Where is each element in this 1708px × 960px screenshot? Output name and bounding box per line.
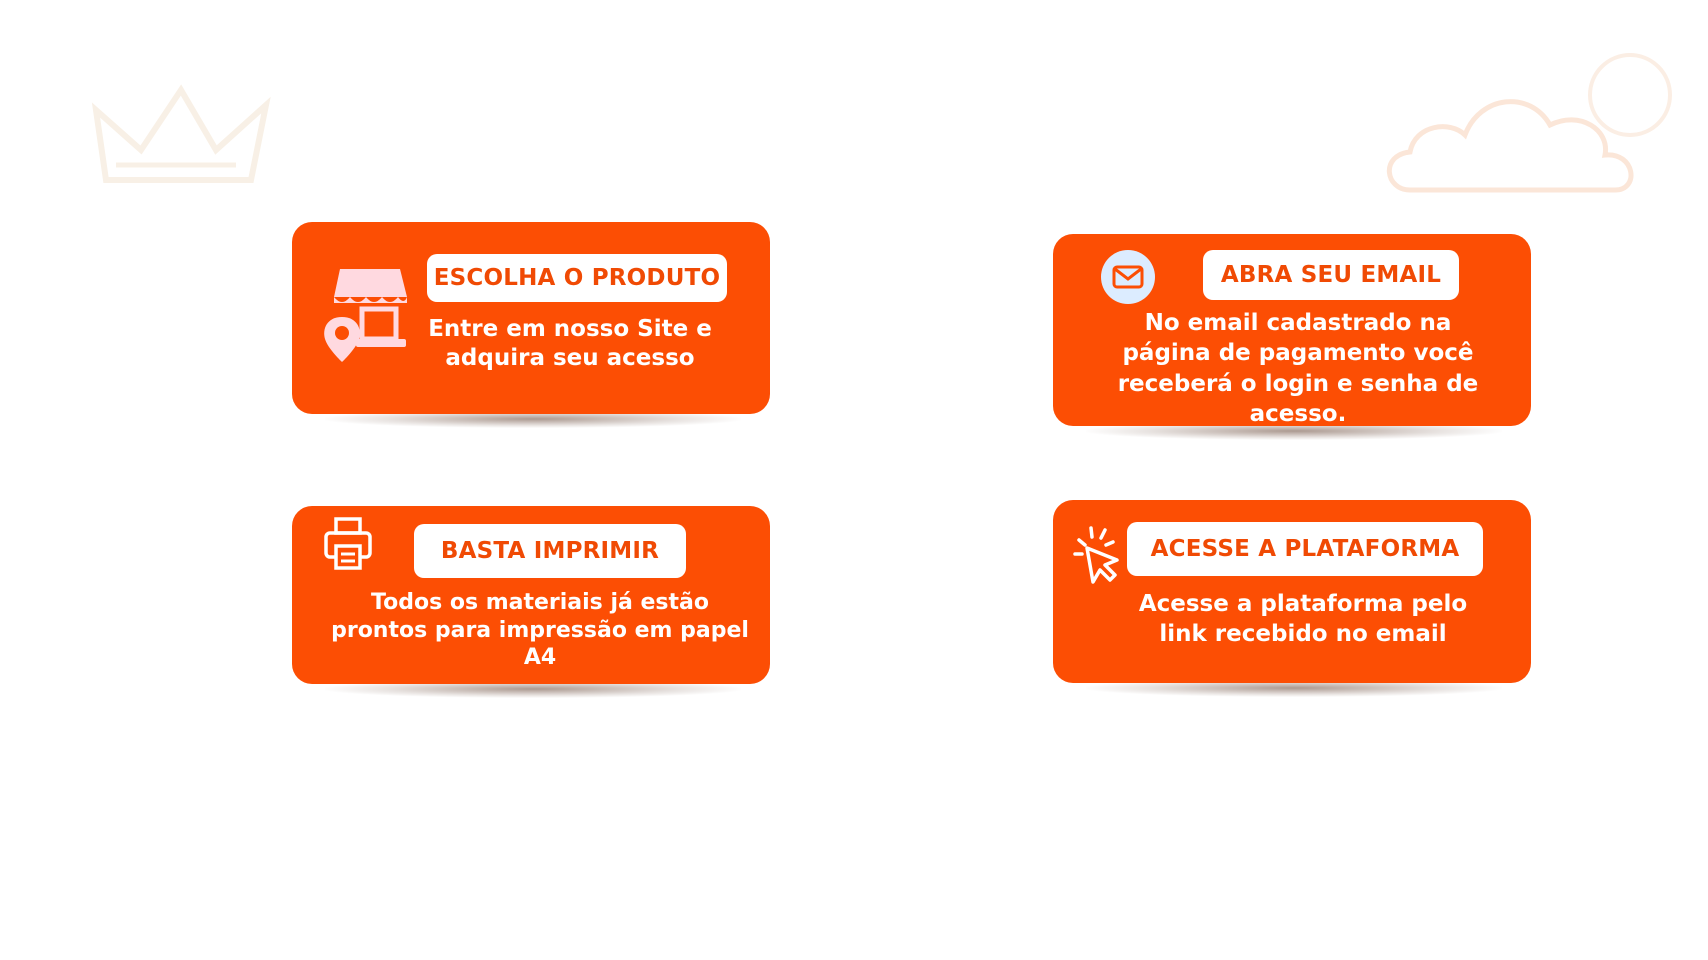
cloud-sun-decoration	[1386, 53, 1672, 193]
store-location-icon	[324, 269, 407, 362]
envelope-icon	[1101, 250, 1155, 304]
step-card-access-platform: ACESSE A PLATAFORMA Acesse a plataforma …	[1053, 500, 1531, 697]
step-title-open-email: ABRA SEU EMAIL	[1203, 250, 1459, 300]
step-card-print: BASTA IMPRIMIR Todos os materiais já est…	[292, 506, 770, 698]
printer-icon	[324, 517, 372, 570]
crown-decoration	[91, 84, 271, 183]
step-description-access-platform: Acesse a plataforma pelo link recebido n…	[1138, 591, 1468, 647]
step-description-open-email: No email cadastrado na página de pagamen…	[1117, 310, 1479, 428]
step-description-print: Todos os materiais já estão prontos para…	[331, 590, 749, 670]
step-title-print: BASTA IMPRIMIR	[414, 524, 686, 578]
step-card-choose-product: ESCOLHA O PRODUTO Entre em nosso Site e …	[292, 222, 770, 428]
step-card-open-email: ABRA SEU EMAIL No email cadastrado na pá…	[1053, 234, 1531, 440]
step-title-choose-product: ESCOLHA O PRODUTO	[427, 254, 727, 302]
step-description-choose-product: Entre em nosso Site e adquira seu acesso	[428, 316, 712, 372]
step-title-access-platform: ACESSE A PLATAFORMA	[1127, 522, 1483, 576]
cursor-click-icon	[1073, 526, 1119, 584]
